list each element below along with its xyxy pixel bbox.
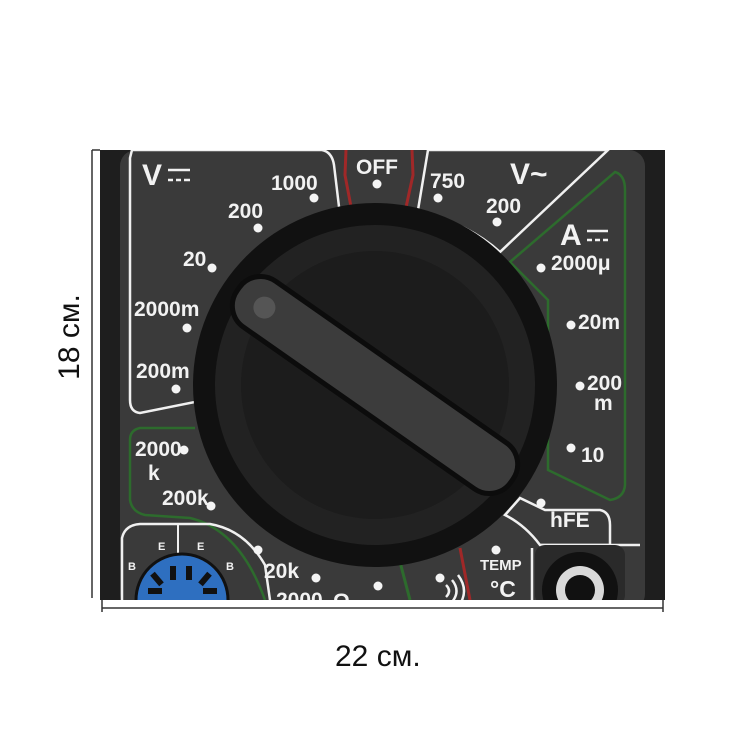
height-label: 18 см.	[53, 294, 86, 380]
range-ohm-2000: 2000	[135, 438, 182, 461]
dca-symbol: A	[560, 219, 582, 252]
hfe-label: hFE	[550, 509, 590, 532]
range-dca-200-unit: m	[594, 392, 613, 415]
range-dca-200: 200	[587, 372, 622, 395]
range-dcv-1000: 1000	[271, 172, 318, 195]
range-ohm-2000-unit: k	[148, 462, 160, 485]
range-ohm-20k: 20k	[264, 560, 299, 583]
transistor-socket	[134, 552, 230, 600]
ohm-symbol-partial: Ω	[333, 590, 350, 613]
range-dca-20m: 20m	[578, 311, 620, 334]
ohm-region	[128, 426, 267, 600]
knob-pointer	[229, 273, 521, 497]
range-dca-2000u: 2000μ	[551, 252, 611, 275]
range-dcv-2000m: 2000m	[134, 298, 199, 321]
range-acv-200: 200	[486, 195, 521, 218]
width-label: 22 см.	[335, 640, 421, 673]
socket-label-b-left: B	[128, 561, 136, 573]
range-ohm-2000-low: 2000	[276, 589, 323, 612]
socket-label-b-right: B	[226, 561, 234, 573]
acv-symbol: V~	[510, 158, 548, 191]
dcv-symbol: V	[142, 159, 162, 192]
range-dcv-200: 200	[228, 200, 263, 223]
range-dca-10: 10	[581, 444, 604, 467]
continuity-icon	[445, 574, 466, 600]
socket-label-e-right: E	[197, 541, 204, 553]
temp-unit: °C	[490, 576, 516, 602]
multimeter-face: V 1000 200 20 2000m 200m OFF 750 V~ 200 …	[100, 150, 665, 613]
range-dots	[171, 179, 585, 591]
dca-region	[508, 170, 627, 502]
dc-icon	[168, 168, 190, 182]
hfe-region	[502, 496, 612, 547]
socket-label-e-left: E	[158, 541, 165, 553]
range-dcv-200m: 200m	[136, 360, 190, 383]
range-ohm-200k: 200k	[162, 487, 209, 510]
range-acv-750: 750	[430, 170, 465, 193]
dc-icon-a	[587, 229, 608, 242]
range-dcv-20: 20	[183, 248, 206, 271]
temp-label: TEMP	[480, 557, 522, 574]
off-label: OFF	[356, 156, 398, 179]
